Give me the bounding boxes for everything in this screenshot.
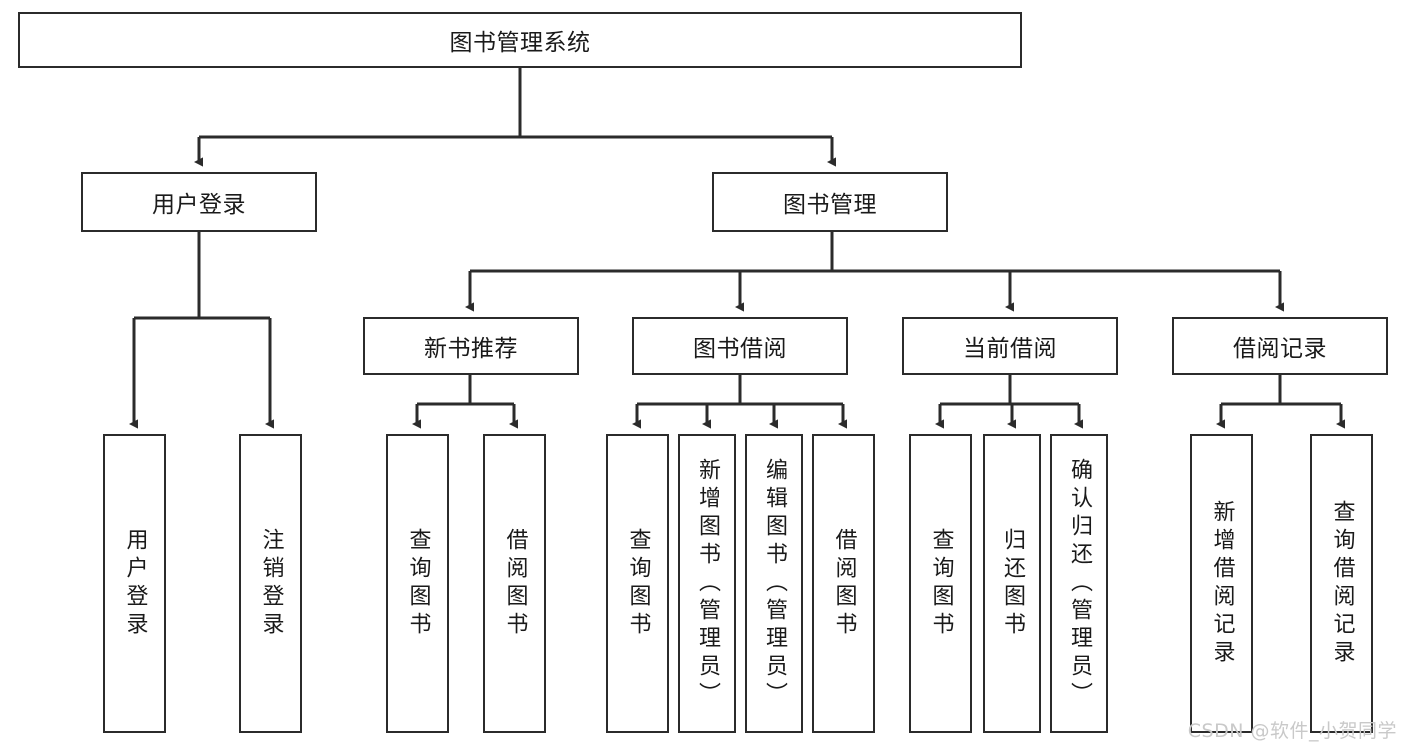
node-leaf-query-book-1[interactable]: 查询图书 <box>386 434 449 733</box>
node-book-manage-label: 图书管理 <box>783 192 877 218</box>
node-leaf-add-record-label: 新增借阅记录 <box>1209 499 1235 668</box>
node-leaf-user-logout-label: 注销登录 <box>258 527 284 640</box>
node-leaf-borrow-book-2[interactable]: 借阅图书 <box>812 434 875 733</box>
node-current-borrow[interactable]: 当前借阅 <box>902 317 1118 375</box>
node-borrow-record-label: 借阅记录 <box>1233 336 1327 362</box>
node-new-book-recommend[interactable]: 新书推荐 <box>363 317 579 375</box>
node-leaf-add-record[interactable]: 新增借阅记录 <box>1190 434 1253 733</box>
node-leaf-edit-book[interactable]: 编辑图书（管理员） <box>745 434 803 733</box>
node-leaf-confirm-return-label: 确认归还（管理员） <box>1067 457 1092 710</box>
node-leaf-query-book-1-label: 查询图书 <box>405 527 431 640</box>
node-book-borrow[interactable]: 图书借阅 <box>632 317 848 375</box>
node-leaf-borrow-book-2-label: 借阅图书 <box>831 527 857 640</box>
node-new-book-recommend-label: 新书推荐 <box>424 336 518 362</box>
node-book-manage[interactable]: 图书管理 <box>712 172 948 232</box>
node-leaf-query-book-2-label: 查询图书 <box>625 527 651 640</box>
node-leaf-query-record[interactable]: 查询借阅记录 <box>1310 434 1373 733</box>
node-leaf-user-login-label: 用户登录 <box>122 527 148 640</box>
node-leaf-return-book-label: 归还图书 <box>1000 527 1025 640</box>
node-leaf-add-book[interactable]: 新增图书（管理员） <box>678 434 736 733</box>
node-root-label: 图书管理系统 <box>449 30 591 56</box>
watermark: CSDN @软件_小贺同学 <box>1187 720 1397 742</box>
node-leaf-query-book-3[interactable]: 查询图书 <box>909 434 972 733</box>
node-current-borrow-label: 当前借阅 <box>963 336 1057 362</box>
node-leaf-add-book-label: 新增图书（管理员） <box>695 457 720 710</box>
node-borrow-record[interactable]: 借阅记录 <box>1172 317 1388 375</box>
node-leaf-query-book-3-label: 查询图书 <box>928 527 954 640</box>
node-leaf-borrow-book-1-label: 借阅图书 <box>502 527 528 640</box>
node-leaf-edit-book-label: 编辑图书（管理员） <box>762 457 787 710</box>
node-leaf-borrow-book-1[interactable]: 借阅图书 <box>483 434 546 733</box>
node-leaf-user-login[interactable]: 用户登录 <box>103 434 166 733</box>
node-book-borrow-label: 图书借阅 <box>693 336 787 362</box>
node-leaf-confirm-return[interactable]: 确认归还（管理员） <box>1050 434 1108 733</box>
node-leaf-query-book-2[interactable]: 查询图书 <box>606 434 669 733</box>
node-user-login[interactable]: 用户登录 <box>81 172 317 232</box>
node-root[interactable]: 图书管理系统 <box>18 12 1022 68</box>
node-user-login-label: 用户登录 <box>152 192 246 218</box>
node-leaf-return-book[interactable]: 归还图书 <box>983 434 1041 733</box>
node-leaf-user-logout[interactable]: 注销登录 <box>239 434 302 733</box>
node-leaf-query-record-label: 查询借阅记录 <box>1329 499 1355 668</box>
